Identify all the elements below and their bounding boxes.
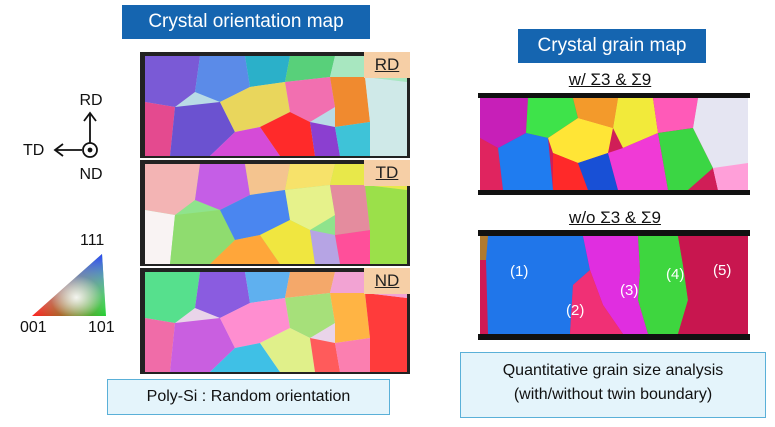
grain-size-caption: Quantitative grain size analysis (with/w… — [460, 352, 766, 418]
axis-label-nd: ND — [79, 166, 103, 183]
orientation-map-nd — [140, 268, 410, 374]
grain-map-title: Crystal grain map — [518, 29, 706, 63]
legend-label-111: 111 — [80, 232, 105, 249]
axis-label-rd: RD — [79, 92, 103, 109]
ipf-color-triangle — [32, 254, 106, 316]
axis-label-td: TD — [23, 142, 45, 159]
grain-map-without-twin-label: w/o Σ3 & Σ9 — [569, 208, 661, 227]
grain-map-without-twin: (1) (2) (3) (4) (5) — [478, 230, 750, 340]
orientation-map-td — [140, 160, 410, 266]
grain-map-with-twin-label: w/ Σ3 & Σ9 — [568, 70, 652, 89]
legend-label-101: 101 — [88, 319, 115, 336]
panel-label-td: TD — [364, 160, 410, 186]
grain-label-2: (2) — [566, 302, 585, 319]
grain-size-caption-line1: Quantitative grain size analysis — [502, 362, 724, 379]
grain-label-1: (1) — [510, 263, 529, 280]
grain-map-with-twin — [478, 93, 750, 195]
grain-size-caption-line2: (with/without twin boundary) — [513, 386, 713, 403]
panel-label-nd: ND — [364, 268, 410, 294]
legend-label-001: 001 — [20, 319, 47, 336]
grain-label-5: (5) — [713, 262, 732, 279]
orientation-caption: Poly-Si : Random orientation — [107, 379, 390, 415]
orientation-map-title: Crystal orientation map — [122, 5, 370, 39]
axes-symbol — [53, 111, 98, 158]
grain-label-4: (4) — [666, 266, 685, 283]
grain-label-3: (3) — [620, 282, 639, 299]
panel-label-rd: RD — [364, 52, 410, 78]
